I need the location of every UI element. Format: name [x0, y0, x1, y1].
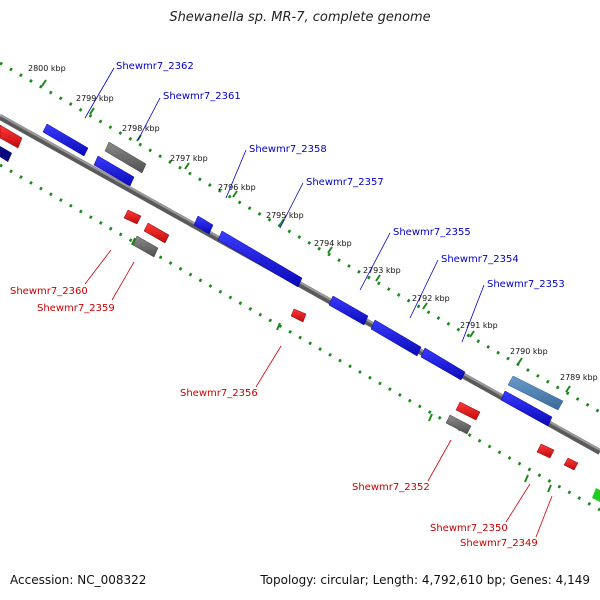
tick-label: 2794 kbp: [314, 239, 352, 248]
gene-label-top: Shewmr7_2355: [393, 227, 471, 238]
gene-block[interactable]: [500, 390, 553, 427]
top-label-connectors: [84, 67, 485, 343]
tick-label: 2791 kbp: [460, 321, 498, 330]
outer-tick-marks: [41, 79, 571, 393]
reverse-genes: [0, 124, 600, 502]
gene-label-bottom: Shewmr7_2350: [430, 523, 508, 534]
gene-label-bottom: Shewmr7_2352: [352, 482, 430, 493]
gene-block[interactable]: [563, 457, 579, 471]
gene-label-bottom: Shewmr7_2360: [10, 286, 88, 297]
map-title: Shewanella sp. MR-7, complete genome: [169, 10, 431, 25]
gene-label-top: Shewmr7_2357: [306, 177, 384, 188]
gene-block[interactable]: [104, 141, 147, 174]
gene-label-top: Shewmr7_2361: [163, 91, 241, 102]
gene-block[interactable]: [42, 123, 89, 157]
gene-block[interactable]: [455, 401, 481, 421]
gene-block[interactable]: [123, 209, 142, 225]
tick-label: 2796 kbp: [218, 183, 256, 192]
tick-label: 2789 kbp: [560, 373, 598, 382]
gene-block[interactable]: [370, 319, 422, 357]
accession-text: Accession: NC_008322: [10, 573, 147, 587]
tick-label: 2792 kbp: [412, 294, 450, 303]
tick-label: 2790 kbp: [510, 347, 548, 356]
bottom-label-connectors: [84, 249, 553, 538]
gene-label-top: Shewmr7_2354: [441, 254, 519, 265]
summary-text: Topology: circular; Length: 4,792,610 bp…: [260, 573, 590, 587]
tick-track-inner: [0, 163, 600, 512]
forward-genes: [0, 123, 564, 427]
gene-label-top: Shewmr7_2353: [487, 279, 565, 290]
tick-label: 2799 kbp: [76, 94, 114, 103]
tick-label: 2793 kbp: [363, 266, 401, 275]
gene-block[interactable]: [507, 375, 564, 411]
gene-label-bottom: Shewmr7_2349: [460, 538, 538, 549]
gene-block[interactable]: [217, 230, 303, 288]
gene-block[interactable]: [536, 443, 555, 459]
gene-block[interactable]: [328, 295, 369, 326]
gene-block[interactable]: [592, 488, 600, 502]
tick-label: 2795 kbp: [266, 211, 304, 220]
gene-block[interactable]: [193, 215, 214, 235]
gene-block[interactable]: [445, 414, 472, 435]
tick-track-outer: [0, 61, 600, 414]
gene-label-bottom: Shewmr7_2356: [180, 388, 258, 399]
inner-tick-marks: [131, 237, 552, 493]
gene-label-top: Shewmr7_2358: [249, 144, 327, 155]
gene-label-bottom: Shewmr7_2359: [37, 303, 115, 314]
gene-block[interactable]: [93, 155, 135, 187]
tick-label: 2800 kbp: [28, 64, 66, 73]
gene-block[interactable]: [143, 222, 170, 244]
gene-block[interactable]: [0, 146, 12, 162]
gene-block[interactable]: [420, 347, 466, 381]
gene-block[interactable]: [132, 235, 159, 258]
tick-label: 2798 kbp: [122, 124, 160, 133]
tick-label: 2797 kbp: [170, 154, 208, 163]
gene-label-top: Shewmr7_2362: [116, 61, 194, 72]
gene-block[interactable]: [290, 308, 307, 323]
genome-backbone: [0, 114, 600, 455]
gene-block[interactable]: [0, 124, 23, 149]
